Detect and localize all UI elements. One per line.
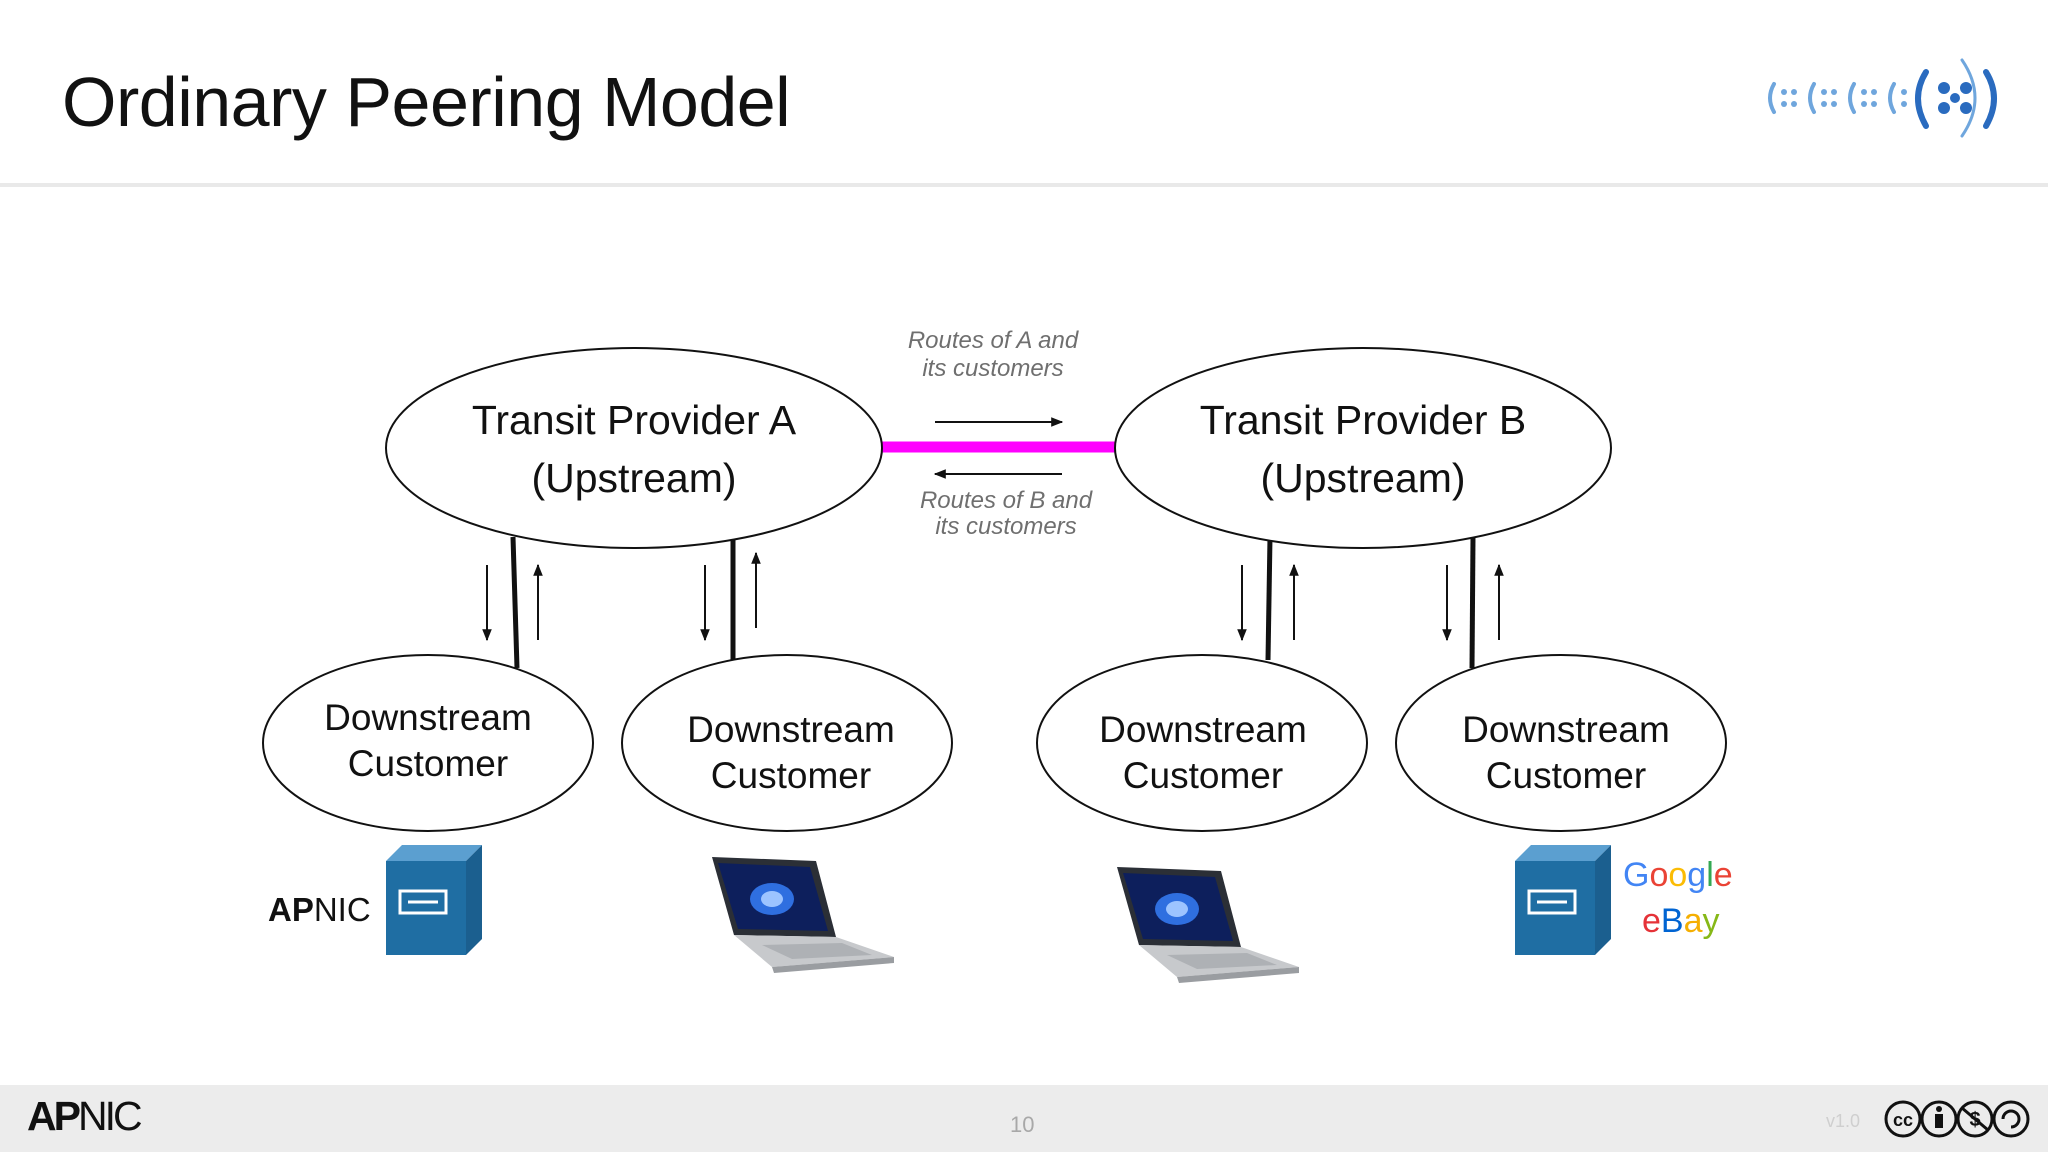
brand-logo bbox=[1768, 58, 1997, 138]
provider-a: Transit Provider A (Upstream) bbox=[385, 347, 883, 549]
peering-label-top-1: Routes of A and bbox=[908, 327, 1079, 354]
customer-4-line2: Customer bbox=[1486, 755, 1646, 796]
apnic-label: APNIC bbox=[268, 891, 371, 928]
apnic-footer-logo: APNIC bbox=[27, 1093, 143, 1140]
customer-4-line1: Downstream bbox=[1462, 709, 1670, 750]
slide-title: Ordinary Peering Model bbox=[62, 63, 791, 141]
customer-1-line2: Customer bbox=[348, 743, 508, 784]
peering-label-bottom-1: Routes of B and bbox=[920, 487, 1093, 514]
customer-4: Downstream Customer bbox=[1395, 654, 1727, 832]
svg-text:cc: cc bbox=[1893, 1110, 1913, 1130]
server-icon bbox=[1515, 845, 1611, 955]
page-number: 10 bbox=[1010, 1112, 1035, 1137]
sa-icon bbox=[1992, 1100, 2030, 1138]
google-label: Google bbox=[1623, 856, 1733, 894]
ebay-label: eBay bbox=[1642, 902, 1720, 940]
version-label: v1.0 bbox=[1826, 1111, 1861, 1131]
cc-icon bbox=[1884, 1100, 1922, 1138]
customer-2: Downstream Customer bbox=[621, 654, 953, 832]
laptop-icon bbox=[1117, 867, 1299, 983]
by-icon bbox=[1920, 1100, 1958, 1138]
provider-a-name: Transit Provider A bbox=[472, 397, 797, 443]
logo-bold: AP bbox=[27, 1093, 81, 1139]
customer-1: Downstream Customer bbox=[262, 654, 594, 832]
server-icon bbox=[386, 845, 482, 955]
nc-icon bbox=[1956, 1100, 1994, 1138]
peering-label-bottom-2: its customers bbox=[935, 513, 1076, 540]
laptop-icon bbox=[712, 857, 894, 973]
customer-3-line2: Customer bbox=[1123, 755, 1283, 796]
customer-1-line1: Downstream bbox=[324, 697, 532, 738]
peering-label-top-2: its customers bbox=[922, 355, 1063, 382]
peering-arrows bbox=[933, 417, 1064, 479]
logo-regular: NIC bbox=[77, 1093, 143, 1139]
uplink-lines bbox=[510, 536, 1476, 669]
license-icons: cc $ bbox=[1884, 1100, 2030, 1138]
customer-2-line1: Downstream bbox=[687, 709, 895, 750]
provider-b-name: Transit Provider B bbox=[1200, 397, 1527, 443]
customer-3-line1: Downstream bbox=[1099, 709, 1307, 750]
footer: APNIC 10 v1.0 cc $ bbox=[0, 1085, 2048, 1152]
peering-diagram: Routes of A and its customers Routes of … bbox=[262, 327, 1733, 983]
svg-text:Google: Google bbox=[1623, 856, 1733, 894]
provider-b-role: (Upstream) bbox=[1260, 455, 1465, 501]
route-arrows bbox=[482, 551, 1504, 642]
customer-3: Downstream Customer bbox=[1036, 654, 1368, 832]
svg-text:eBay: eBay bbox=[1642, 902, 1720, 940]
customer-2-line2: Customer bbox=[711, 755, 871, 796]
provider-b: Transit Provider B (Upstream) bbox=[1114, 347, 1612, 549]
provider-a-role: (Upstream) bbox=[531, 455, 736, 501]
header-divider bbox=[0, 183, 2048, 187]
